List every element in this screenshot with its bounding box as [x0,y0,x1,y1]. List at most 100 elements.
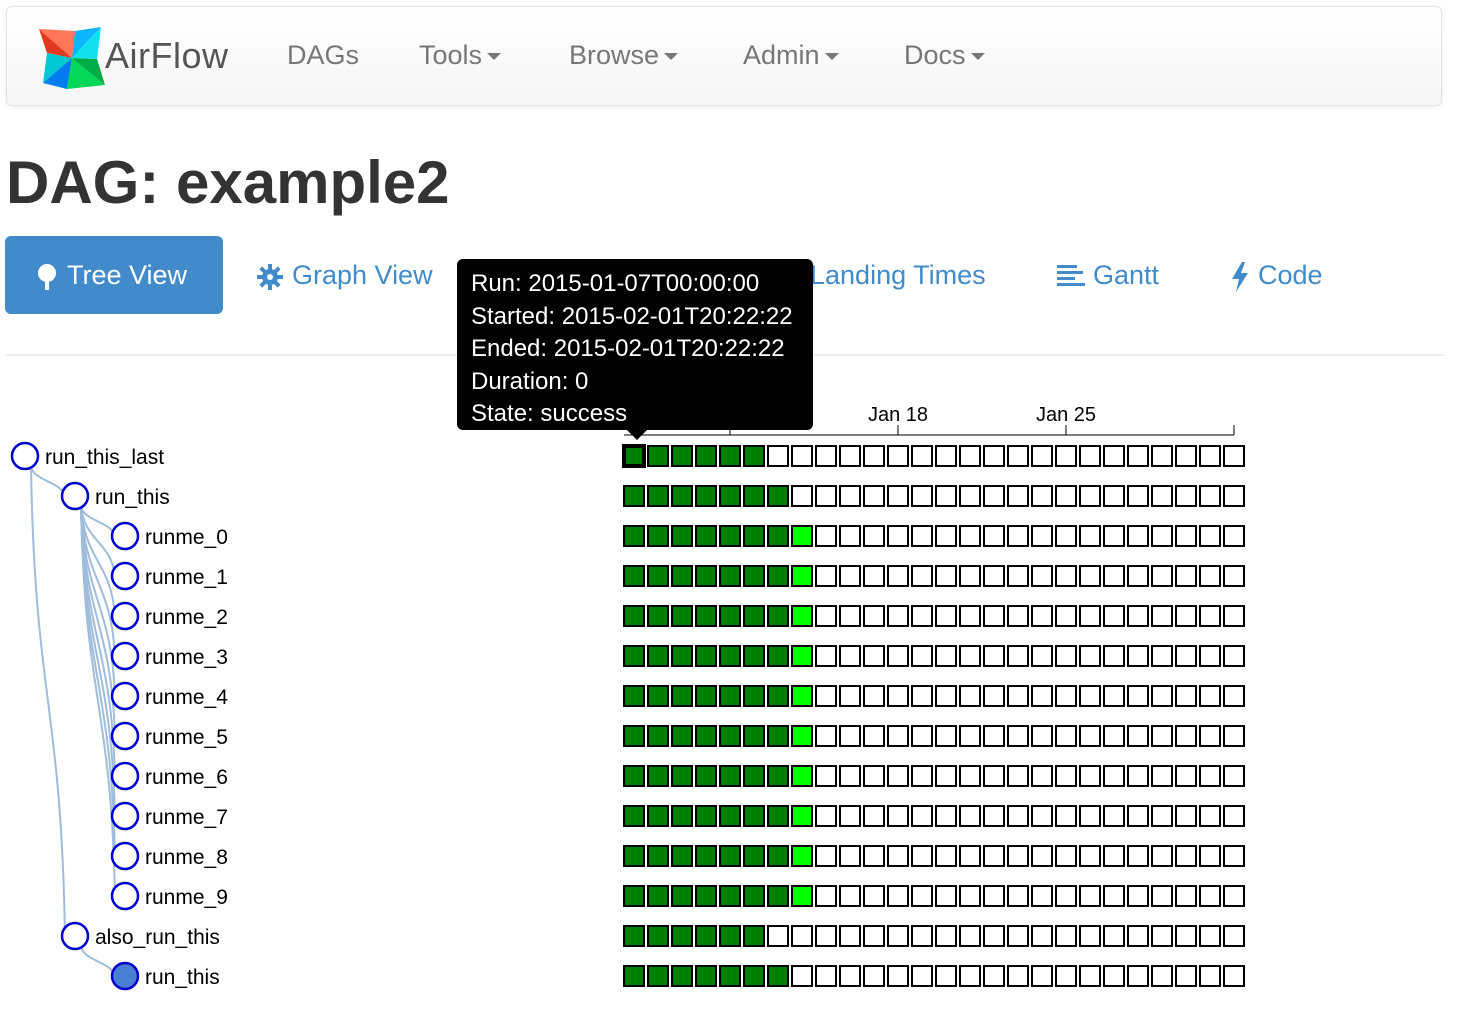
task-instance-square[interactable] [791,725,813,747]
task-instance-square[interactable] [959,765,981,787]
task-instance-square[interactable] [863,605,885,627]
task-instance-square[interactable] [671,485,693,507]
task-instance-square[interactable] [983,445,1005,467]
task-instance-square[interactable] [983,965,1005,987]
task-instance-square[interactable] [671,685,693,707]
task-instance-square[interactable] [743,885,765,907]
node-circle[interactable] [60,921,90,951]
task-instance-square[interactable] [935,965,957,987]
task-instance-square[interactable] [791,885,813,907]
task-instance-square[interactable] [1031,725,1053,747]
task-instance-square[interactable] [767,645,789,667]
task-instance-square[interactable] [839,845,861,867]
task-instance-square[interactable] [767,565,789,587]
task-instance-square[interactable] [959,685,981,707]
task-instance-square[interactable] [671,925,693,947]
task-instance-square[interactable] [935,485,957,507]
task-instance-square[interactable] [647,965,669,987]
task-instance-square[interactable] [695,485,717,507]
task-instance-square[interactable] [1151,445,1173,467]
task-instance-square[interactable] [1223,445,1245,467]
task-instance-square[interactable] [1079,445,1101,467]
task-instance-square[interactable] [1031,805,1053,827]
task-instance-square[interactable] [863,725,885,747]
task-instance-square[interactable] [695,445,717,467]
task-instance-square[interactable] [1127,605,1149,627]
task-instance-square[interactable] [647,485,669,507]
task-instance-square[interactable] [1007,645,1029,667]
task-instance-square[interactable] [1079,725,1101,747]
task-instance-square[interactable] [1127,765,1149,787]
task-instance-square[interactable] [887,445,909,467]
task-instance-square[interactable] [1151,685,1173,707]
task-instance-square[interactable] [839,565,861,587]
task-instance-square[interactable] [815,885,837,907]
task-instance-square[interactable] [791,645,813,667]
task-instance-square[interactable] [983,525,1005,547]
task-instance-square[interactable] [1199,565,1221,587]
task-instance-square[interactable] [1127,525,1149,547]
tree-node[interactable]: runme_1 [110,561,228,591]
node-circle[interactable] [110,681,140,711]
node-circle[interactable] [110,801,140,831]
task-instance-square[interactable] [1055,685,1077,707]
task-instance-square[interactable] [1007,925,1029,947]
tree-node[interactable]: runme_6 [110,761,228,791]
task-instance-square[interactable] [911,805,933,827]
task-instance-square[interactable] [743,965,765,987]
task-instance-square[interactable] [959,445,981,467]
task-instance-square[interactable] [767,725,789,747]
task-instance-square[interactable] [623,965,645,987]
task-instance-square[interactable] [815,605,837,627]
task-instance-square[interactable] [983,885,1005,907]
task-instance-square[interactable] [935,605,957,627]
task-instance-square[interactable] [1103,845,1125,867]
task-instance-square[interactable] [1151,885,1173,907]
task-instance-square[interactable] [1007,565,1029,587]
task-instance-square[interactable] [743,525,765,547]
task-instance-square[interactable] [1103,885,1125,907]
task-instance-square[interactable] [671,965,693,987]
task-instance-square[interactable] [1151,725,1173,747]
task-instance-square[interactable] [935,645,957,667]
task-instance-square[interactable] [815,525,837,547]
task-instance-square[interactable] [863,765,885,787]
task-instance-square[interactable] [671,885,693,907]
task-instance-square[interactable] [983,485,1005,507]
nav-browse[interactable]: Browse [569,40,679,71]
task-instance-square[interactable] [791,765,813,787]
task-instance-square[interactable] [647,605,669,627]
task-instance-square[interactable] [1199,805,1221,827]
task-instance-square[interactable] [1031,765,1053,787]
task-instance-square[interactable] [1223,885,1245,907]
task-instance-square[interactable] [1199,765,1221,787]
task-instance-square[interactable] [1007,965,1029,987]
task-instance-square[interactable] [815,645,837,667]
task-instance-square[interactable] [815,845,837,867]
task-instance-square[interactable] [959,805,981,827]
node-circle[interactable] [110,881,140,911]
task-instance-square[interactable] [935,445,957,467]
task-instance-square[interactable] [719,885,741,907]
task-instance-square[interactable] [1031,925,1053,947]
task-instance-square[interactable] [1079,645,1101,667]
task-instance-square[interactable] [671,605,693,627]
task-instance-square[interactable] [1199,525,1221,547]
task-instance-square[interactable] [1031,645,1053,667]
task-instance-square[interactable] [1055,845,1077,867]
task-instance-square[interactable] [671,725,693,747]
task-instance-square[interactable] [1055,485,1077,507]
task-instance-square[interactable] [767,525,789,547]
task-instance-square[interactable] [1223,685,1245,707]
task-instance-square[interactable] [815,565,837,587]
task-instance-square[interactable] [1175,685,1197,707]
task-instance-square[interactable] [1007,685,1029,707]
node-circle[interactable] [10,441,40,471]
task-instance-square[interactable] [695,925,717,947]
task-instance-square[interactable] [911,605,933,627]
task-instance-square[interactable] [839,885,861,907]
task-instance-square[interactable] [1103,765,1125,787]
task-instance-square[interactable] [671,805,693,827]
task-instance-square[interactable] [887,565,909,587]
task-instance-square[interactable] [1151,605,1173,627]
